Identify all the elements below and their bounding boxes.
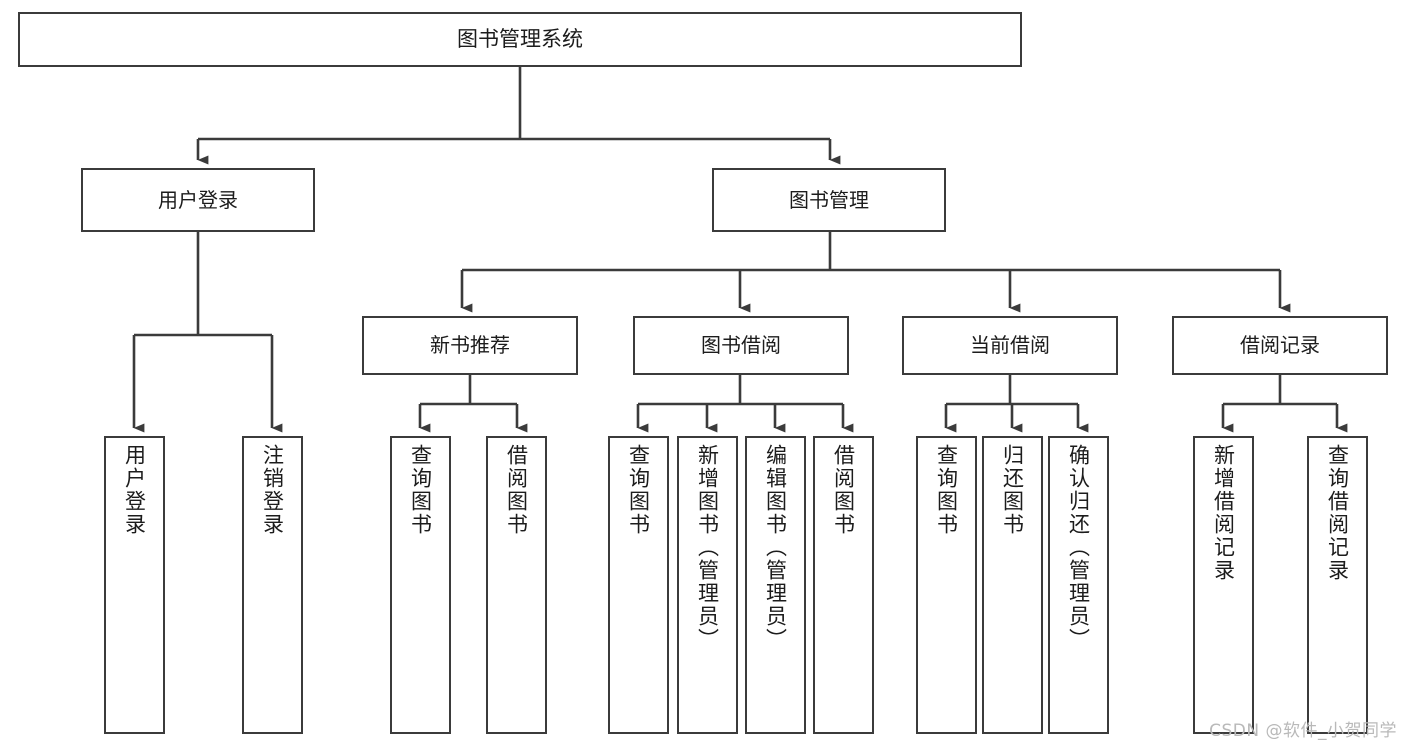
- node-label: 编辑图书（管理员）: [763, 444, 788, 651]
- leaf-book-borrow-add[interactable]: 新增图书（管理员）: [677, 436, 738, 734]
- leaf-user-login-login[interactable]: 用户登录: [104, 436, 165, 734]
- node-label: 新增借阅记录: [1211, 444, 1236, 582]
- node-label: 图书管理: [789, 187, 869, 212]
- node-current-borrow[interactable]: 当前借阅: [902, 316, 1118, 375]
- node-label: 图书管理系统: [457, 27, 583, 52]
- leaf-current-borrow-return[interactable]: 归还图书: [982, 436, 1043, 734]
- leaf-borrow-record-add[interactable]: 新增借阅记录: [1193, 436, 1254, 734]
- leaf-current-borrow-confirm-return[interactable]: 确认归还（管理员）: [1048, 436, 1109, 734]
- node-label: 借阅图书: [831, 444, 856, 536]
- leaf-user-login-logout[interactable]: 注销登录: [242, 436, 303, 734]
- node-label: 借阅图书: [504, 444, 529, 536]
- leaf-book-borrow-edit[interactable]: 编辑图书（管理员）: [745, 436, 806, 734]
- leaf-book-borrow-borrow[interactable]: 借阅图书: [813, 436, 874, 734]
- node-label: 用户登录: [158, 187, 238, 212]
- node-book-borrow[interactable]: 图书借阅: [633, 316, 849, 375]
- leaf-borrow-record-query[interactable]: 查询借阅记录: [1307, 436, 1368, 734]
- node-label: 图书借阅: [701, 333, 781, 357]
- node-new-book-recommend[interactable]: 新书推荐: [362, 316, 578, 375]
- leaf-book-borrow-query[interactable]: 查询图书: [608, 436, 669, 734]
- node-label: 查询图书: [408, 444, 433, 536]
- node-label: 新书推荐: [430, 333, 510, 357]
- node-label: 借阅记录: [1240, 333, 1320, 357]
- node-label: 确认归还（管理员）: [1066, 444, 1091, 651]
- node-label: 当前借阅: [970, 333, 1050, 357]
- node-root-system[interactable]: 图书管理系统: [18, 12, 1022, 67]
- node-label: 注销登录: [260, 444, 285, 536]
- leaf-new-book-borrow[interactable]: 借阅图书: [486, 436, 547, 734]
- node-label: 用户登录: [122, 444, 147, 536]
- node-book-management[interactable]: 图书管理: [712, 168, 946, 232]
- node-user-login[interactable]: 用户登录: [81, 168, 315, 232]
- node-borrow-record[interactable]: 借阅记录: [1172, 316, 1388, 375]
- node-label: 查询借阅记录: [1325, 444, 1350, 582]
- watermark-text: CSDN @软件_小贺同学: [1209, 721, 1397, 741]
- node-label: 新增图书（管理员）: [695, 444, 720, 651]
- leaf-current-borrow-query[interactable]: 查询图书: [916, 436, 977, 734]
- node-label: 查询图书: [934, 444, 959, 536]
- leaf-new-book-query[interactable]: 查询图书: [390, 436, 451, 734]
- node-label: 查询图书: [626, 444, 651, 536]
- node-label: 归还图书: [1000, 444, 1025, 536]
